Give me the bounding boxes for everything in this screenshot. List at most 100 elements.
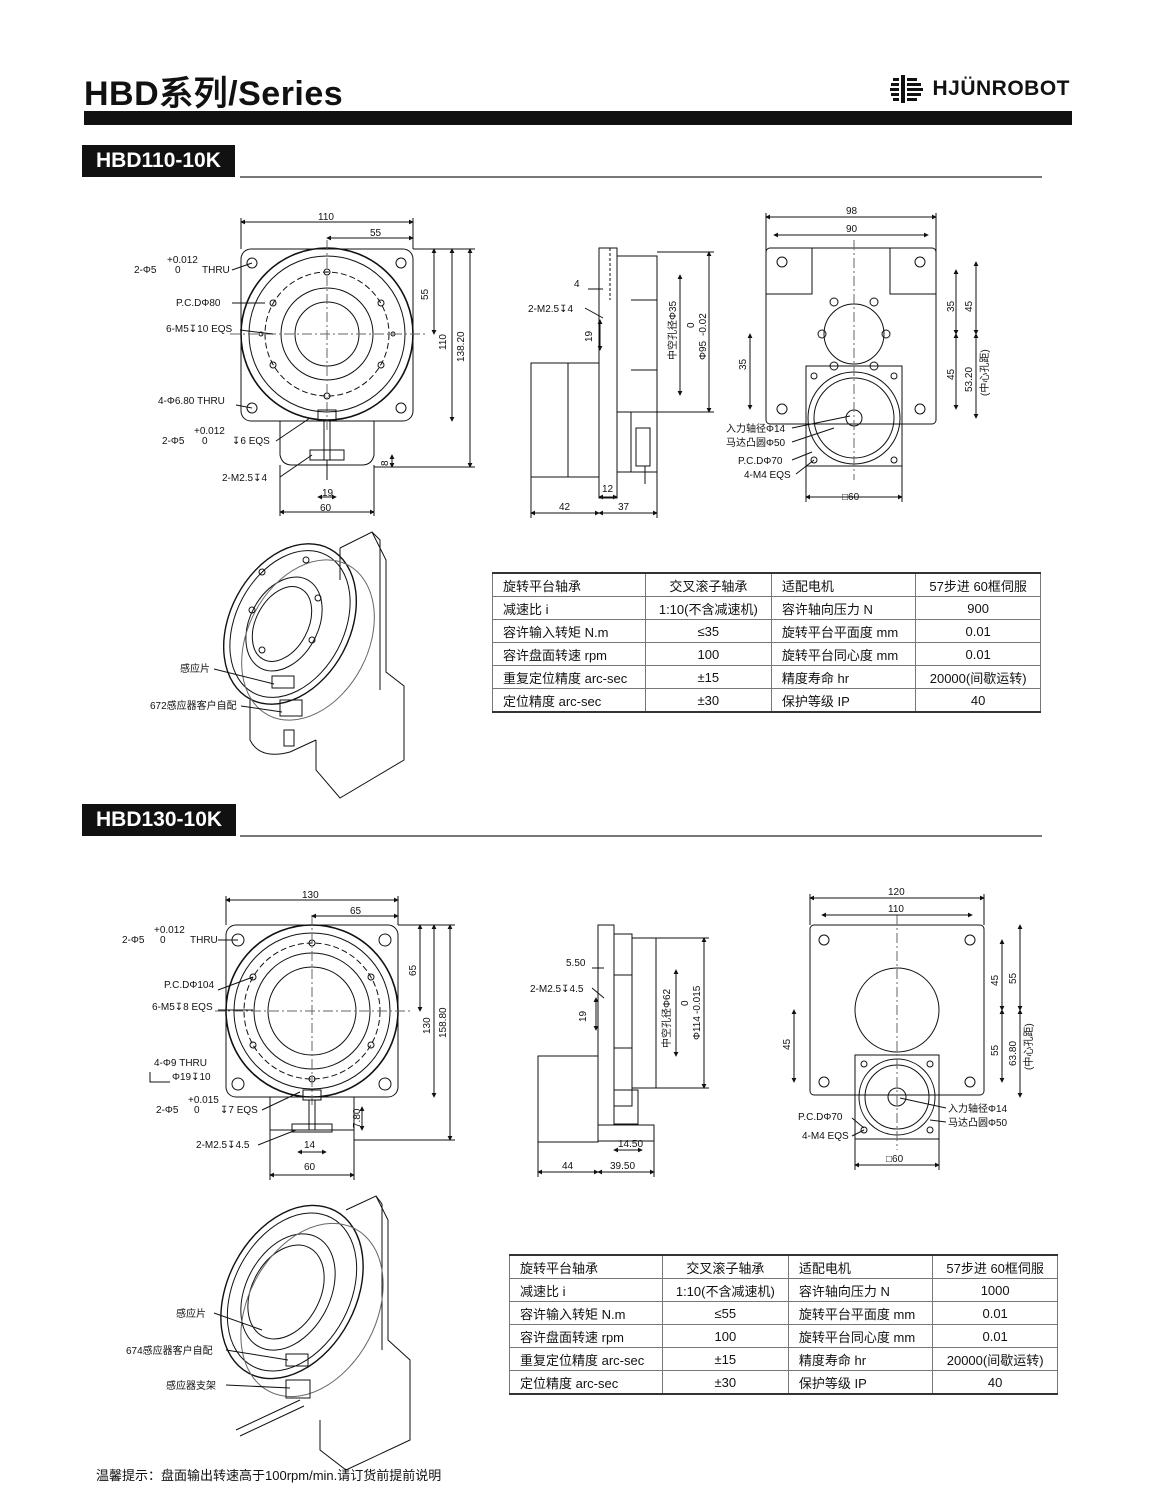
table-row: 定位精度 arc-sec ±30 保护等级 IP 40 bbox=[509, 1370, 1058, 1395]
dim-back-tap: 4-M4 EQS bbox=[802, 1131, 849, 1142]
footer-note: 温馨提示：盘面输出转速高于100rpm/min.请订货前提前说明 bbox=[96, 1468, 442, 1483]
spec-value: ±15 bbox=[661, 1347, 789, 1371]
dim-bottom-width: 60 bbox=[304, 1162, 316, 1173]
spec-label: 定位精度 arc-sec bbox=[492, 688, 646, 713]
dim-back-pcd: P.C.DΦ70 bbox=[798, 1112, 843, 1123]
spec-label: 精度寿命 hr bbox=[770, 665, 917, 689]
dim-total-height: 158.80 bbox=[438, 1007, 449, 1038]
dim-bottom-small: 12 bbox=[602, 484, 614, 495]
spec-label: 定位精度 arc-sec bbox=[509, 1370, 663, 1395]
spec-value: 0.01 bbox=[932, 1301, 1058, 1325]
dim-pin-thru: THRU bbox=[190, 935, 218, 946]
brand-logo: HJÜNROBOT bbox=[890, 74, 1070, 104]
table-row: 减速比 i 1:10(不含减速机) 容许轴向压力 N 900 bbox=[492, 596, 1041, 620]
spec-value: 交叉滚子轴承 bbox=[644, 572, 772, 597]
dim-sensor-width: 14 bbox=[304, 1140, 316, 1151]
iso-label-sensor: 672感应器客户自配 bbox=[150, 699, 237, 712]
header-bar bbox=[84, 111, 1072, 125]
dim-center-note: (中心孔距) bbox=[1022, 1023, 1035, 1070]
spec-value: 1000 bbox=[932, 1278, 1058, 1302]
iso-view-2 bbox=[213, 1195, 411, 1471]
spec-value: 40 bbox=[932, 1370, 1058, 1395]
spec-label: 减速比 i bbox=[492, 596, 646, 620]
spec-label: 容许轴向压力 N bbox=[770, 596, 917, 620]
spec-value: 100 bbox=[644, 642, 772, 666]
spec-label: 旋转平台轴承 bbox=[492, 572, 646, 597]
table-row: 旋转平台轴承 交叉滚子轴承 适配电机 57步进 60框伺服 bbox=[492, 572, 1041, 597]
dim-thru-holes: 4-Φ6.80 THRU bbox=[158, 396, 225, 407]
iso-label-sensor: 674感应器客户自配 bbox=[126, 1344, 213, 1357]
spec-value: 0.01 bbox=[915, 619, 1041, 643]
dim-half-width: 65 bbox=[350, 906, 362, 917]
dim-pin-tol-low: 0 bbox=[160, 935, 166, 946]
dim-bottom-right: 37 bbox=[618, 502, 630, 513]
side-view-2 bbox=[537, 924, 709, 1177]
dim-spacing: 19 bbox=[578, 1010, 589, 1022]
dim-total-height: 138.20 bbox=[456, 331, 467, 362]
dim-pin-thru: THRU bbox=[202, 265, 230, 276]
dim-back-inner-width: 90 bbox=[846, 224, 858, 235]
dim-motor-square: □60 bbox=[842, 492, 860, 503]
spec-label: 容许轴向压力 N bbox=[787, 1278, 934, 1302]
dim-back-pcd: P.C.DΦ70 bbox=[738, 456, 783, 467]
table-row: 定位精度 arc-sec ±30 保护等级 IP 40 bbox=[492, 688, 1041, 713]
dim-pin-hole: 2-Φ5 bbox=[122, 935, 145, 946]
dim-sensor-tap: 2-M2.5↧4 bbox=[222, 473, 268, 484]
iso-view-1 bbox=[213, 531, 405, 799]
dim-top-gap: 5.50 bbox=[566, 958, 586, 969]
spec-value: 57步进 60框伺服 bbox=[915, 572, 1041, 597]
dim-sensor-width: 19 bbox=[322, 488, 334, 499]
spec-label: 重复定位精度 arc-sec bbox=[509, 1347, 663, 1371]
dim-half-width: 55 bbox=[370, 228, 382, 239]
dim-width: 130 bbox=[302, 890, 319, 901]
dim-input-shaft: 入力轴径Φ14 bbox=[948, 1102, 1008, 1115]
iso-label-sensor-bracket: 感应器支架 bbox=[166, 1379, 216, 1392]
dim-center-dist: 63.80 bbox=[1008, 1041, 1019, 1066]
dim-pcd: P.C.DΦ80 bbox=[176, 298, 221, 309]
side-view-1 bbox=[530, 247, 714, 518]
spec-label: 重复定位精度 arc-sec bbox=[492, 665, 646, 689]
dim-top-gap: 4 bbox=[574, 279, 580, 290]
spec-label: 适配电机 bbox=[770, 572, 917, 597]
dim-width: 110 bbox=[318, 212, 334, 223]
table-row: 容许输入转矩 N.m ≤55 旋转平台平面度 mm 0.01 bbox=[509, 1301, 1058, 1325]
dim-pin-tol: +0.012 bbox=[154, 925, 185, 936]
dim-pin2: 2-Φ5 bbox=[156, 1105, 179, 1116]
dim-pin2-tol: +0.012 bbox=[194, 426, 225, 437]
dim-pin2-depth: ↧6 EQS bbox=[232, 436, 270, 447]
spec-label: 适配电机 bbox=[787, 1254, 934, 1279]
dim-back-width: 98 bbox=[846, 206, 858, 217]
dim-bore-tol-upper: 0 bbox=[686, 322, 697, 328]
dim-pin2: 2-Φ5 bbox=[162, 436, 185, 447]
dim-motor-square: □60 bbox=[886, 1154, 904, 1165]
table-row: 容许盘面转速 rpm 100 旋转平台同心度 mm 0.01 bbox=[492, 642, 1041, 666]
table-row: 容许盘面转速 rpm 100 旋转平台同心度 mm 0.01 bbox=[509, 1324, 1058, 1348]
dim-height-half: 65 bbox=[408, 964, 419, 976]
dim-back-45: 45 bbox=[990, 974, 1001, 986]
spec-label: 旋转平台同心度 mm bbox=[787, 1324, 934, 1348]
dim-height: 130 bbox=[422, 1017, 433, 1034]
spec-value: 1:10(不含减速机) bbox=[661, 1278, 789, 1302]
spec-value: 1:10(不含减速机) bbox=[644, 596, 772, 620]
dim-back-45-lower: 45 bbox=[946, 368, 957, 380]
dim-hollow: 中空孔径Φ62 bbox=[660, 988, 673, 1048]
dim-sensor-h: 8 bbox=[380, 460, 391, 466]
dim-height: 110 bbox=[438, 334, 449, 350]
spec-label: 容许输入转矩 N.m bbox=[509, 1301, 663, 1325]
spec-label: 旋转平台轴承 bbox=[509, 1254, 663, 1279]
dim-bottom-left: 42 bbox=[559, 502, 571, 513]
dim-height-half: 55 bbox=[420, 288, 431, 300]
spec-value: 0.01 bbox=[932, 1324, 1058, 1348]
spec-label: 容许盘面转速 rpm bbox=[509, 1324, 663, 1348]
dim-bore: Φ114 bbox=[692, 1016, 703, 1040]
spec-label: 容许输入转矩 N.m bbox=[492, 619, 646, 643]
dim-bore-tol-lower: -0.02 bbox=[698, 313, 709, 336]
table-row: 重复定位精度 arc-sec ±15 精度寿命 hr 20000(间歇运转) bbox=[509, 1347, 1058, 1371]
back-view-1 bbox=[747, 213, 979, 502]
dim-back-width: 120 bbox=[888, 887, 905, 898]
dim-bottom-small: 14.50 bbox=[618, 1139, 643, 1150]
dim-center-note: (中心孔距) bbox=[978, 349, 991, 396]
dim-back-55: 55 bbox=[1008, 972, 1019, 984]
dim-back-tap: 4-M4 EQS bbox=[744, 470, 791, 481]
